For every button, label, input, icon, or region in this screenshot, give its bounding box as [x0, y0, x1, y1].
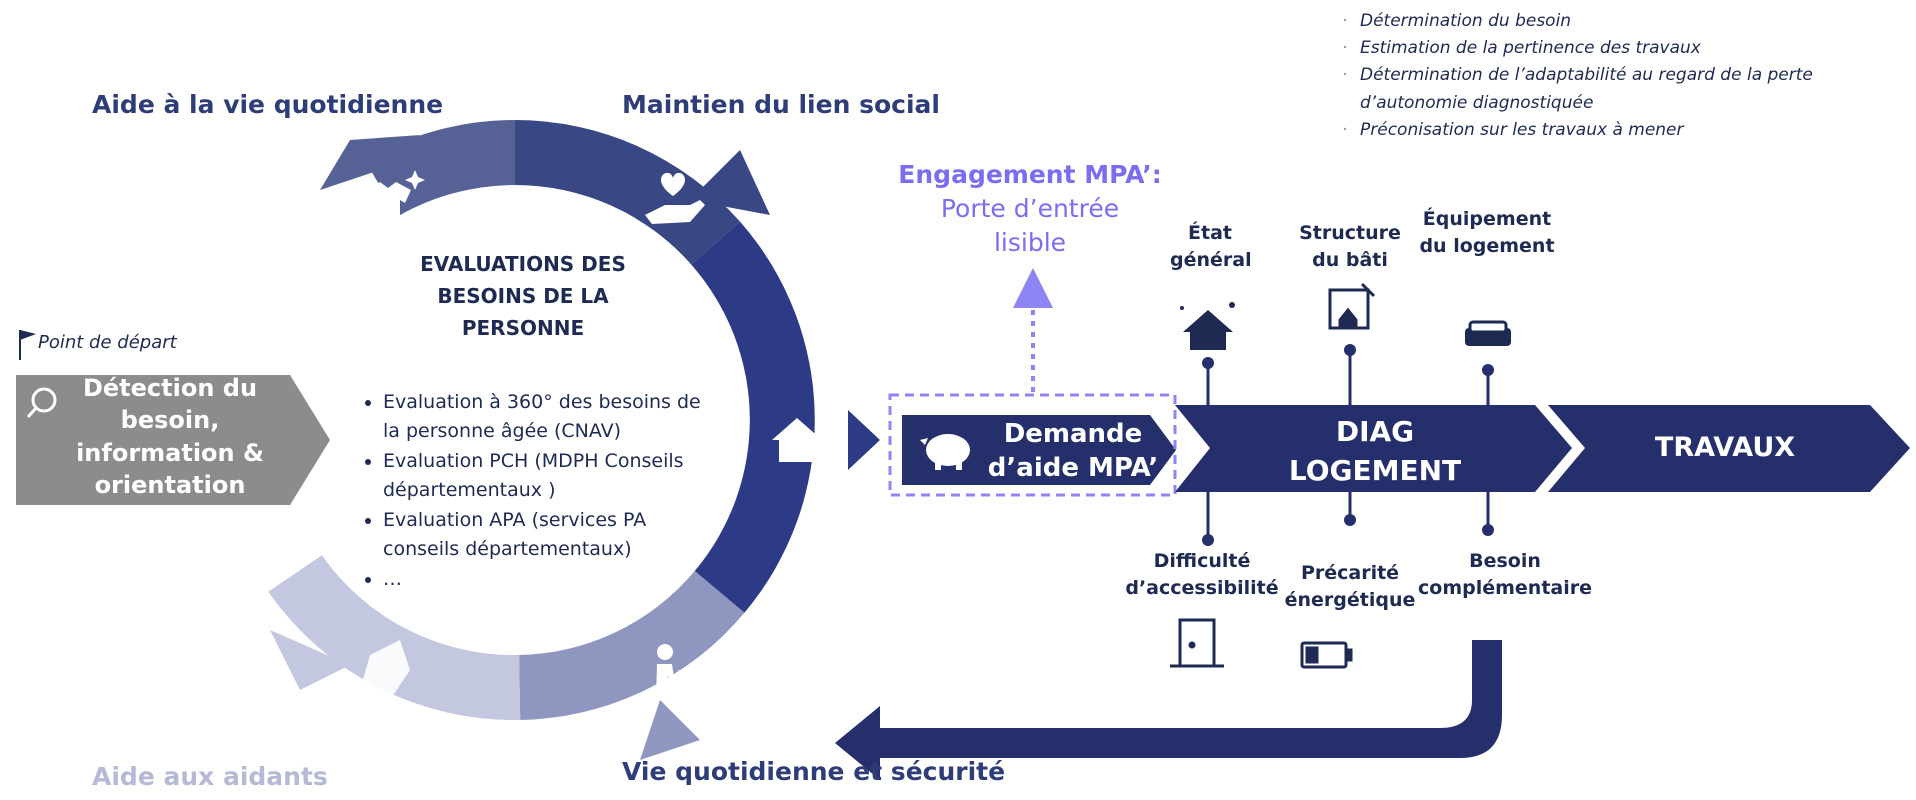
- diag-task-item: Estimation de la pertinence des travaux: [1360, 35, 1880, 62]
- evaluation-item: Evaluation APA (services PA conseils dép…: [383, 506, 713, 565]
- diag-task-list: Détermination du besoin Estimation de la…: [1340, 8, 1880, 144]
- search-icon: [26, 387, 57, 418]
- door-icon: [1170, 618, 1224, 668]
- ring-tab-bottom-left: [270, 630, 350, 690]
- ring-exit-chevron: [848, 410, 880, 470]
- feature-etat-general: État général: [1170, 222, 1252, 271]
- ring-tab-bottom-right: [640, 700, 700, 760]
- demande-dashed-frame: [888, 393, 1177, 497]
- segment-title-top-left: Aide à la vie quotidienne: [92, 90, 444, 119]
- segment-title-bottom-right: Vie quotidienne et sécurité: [622, 757, 1006, 786]
- center-title: EVALUATIONS DES BESOINS DE LA PERSONNE: [420, 252, 626, 340]
- engagement-title: Engagement MPA’:: [898, 160, 1162, 189]
- aidant-icon: [360, 640, 410, 700]
- elderly-person-icon: [656, 644, 686, 703]
- ring-segment-right: [691, 221, 815, 613]
- ring-segment-bottom-right: [519, 571, 745, 720]
- demande-label: Demande d’aide MPA’: [987, 419, 1159, 483]
- segment-title-bottom-left: Aide aux aidants: [92, 762, 328, 791]
- segment-title-top-right: Maintien du lien social: [622, 90, 940, 119]
- home-icon: [772, 418, 822, 462]
- clothes-icon: [365, 170, 425, 228]
- diag-task-item: Détermination du besoin: [1360, 8, 1880, 35]
- evaluations-list: Evaluation à 360° des besoins de la pers…: [355, 388, 713, 594]
- feature-precarite-energetique: Précarité énergétique: [1284, 562, 1416, 611]
- sofa-icon: [1465, 320, 1511, 346]
- ring-segment-bottom-left: [268, 555, 521, 721]
- detection-label: Détection du besoin, information & orien…: [76, 374, 264, 500]
- ring-tab-top-left: [320, 135, 420, 190]
- ring-tab-top-right: [690, 150, 770, 215]
- evaluation-item: Evaluation PCH (MDPH Conseils départemen…: [383, 447, 713, 506]
- travaux-arrow: [1548, 405, 1910, 492]
- feature-structure-bati: Structure du bâti: [1299, 222, 1401, 271]
- battery-icon: [1300, 641, 1353, 669]
- heart-hand-icon: [645, 172, 705, 224]
- engagement-box: Engagement MPA’: Porte d’entrée lisible: [880, 158, 1180, 259]
- evaluation-item: …: [383, 565, 713, 594]
- travaux-label: TRAVAUX: [1654, 432, 1796, 463]
- start-flag-label: Point de départ: [38, 332, 177, 353]
- ring-segment-top-right: [515, 120, 740, 265]
- return-arrow: [835, 640, 1502, 780]
- feature-besoin-complementaire: Besoin complémentaire: [1418, 550, 1592, 599]
- flag-icon: [19, 330, 36, 360]
- feature-difficulte-accessibilite: Difficulté d’accessibilité: [1125, 550, 1279, 599]
- blueprint-icon: [1328, 282, 1376, 330]
- diag-task-item: Détermination de l’adaptabilité au regar…: [1360, 62, 1880, 116]
- diag-task-item: Préconisation sur les travaux à mener: [1360, 117, 1880, 144]
- detection-arrow: [16, 375, 330, 505]
- house-sparkle-icon: [1180, 302, 1235, 350]
- evaluation-item: Evaluation à 360° des besoins de la pers…: [383, 388, 713, 447]
- piggy-bank-icon: [920, 434, 970, 470]
- engagement-subtitle: Porte d’entrée lisible: [940, 193, 1120, 257]
- demande-arrow: [902, 415, 1176, 485]
- diag-label: DIAG LOGEMENT: [1288, 415, 1462, 488]
- diag-arrow: [1175, 405, 1572, 492]
- feature-equipement-logement: Équipement du logement: [1419, 208, 1555, 257]
